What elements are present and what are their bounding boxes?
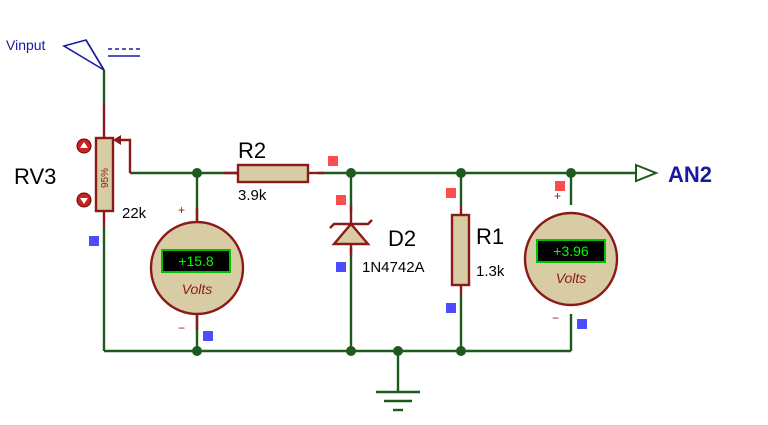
meter2-plus-sign: +: [554, 189, 561, 203]
resistor-r1[interactable]: R1 1.3k: [450, 205, 505, 296]
rv3-wiper: [116, 138, 132, 173]
meter2-lcd: [536, 239, 606, 263]
junction-dot: [456, 346, 466, 356]
probe-low-indicator: [446, 303, 456, 313]
input-terminal-symbol: [61, 39, 105, 71]
input-terminal-stem: [85, 39, 105, 71]
meter1-plus-sign: +: [178, 203, 185, 217]
r2-name-label: R2: [238, 138, 266, 163]
voltmeter-2[interactable]: +3.96 Volts + −: [523, 189, 619, 325]
junction-dot: [192, 168, 202, 178]
r1-body: [450, 213, 471, 287]
rv3-name-label: RV3: [14, 164, 56, 189]
resistor-r2[interactable]: R2 3.9k: [224, 138, 324, 204]
d2-triangle: [331, 222, 371, 246]
arrow-up-icon: [80, 142, 88, 148]
r2-value-label: 3.9k: [238, 187, 267, 204]
rv3-wiper-arrow-icon: [113, 135, 121, 145]
meter1-reading: +15.8: [178, 253, 214, 269]
probe-low-indicator: [336, 262, 346, 272]
rv3-position-label: 95%: [100, 168, 111, 188]
output-terminal-arrow-icon: [635, 163, 659, 183]
junction-dot: [566, 168, 576, 178]
d2-value-label: 1N4742A: [362, 259, 425, 276]
r2-body: [236, 163, 310, 184]
junction-dot: [346, 168, 356, 178]
d2-name-label: D2: [388, 226, 416, 251]
meter1-lcd: [161, 249, 231, 273]
r1-name-label: R1: [476, 224, 504, 249]
probe-low-indicator: [203, 331, 213, 341]
junction-dot: [393, 346, 403, 356]
input-label: Vinput: [6, 37, 46, 53]
input-terminal[interactable]: Vinput: [6, 37, 140, 71]
meter2-reading: +3.96: [553, 243, 589, 259]
probe-indicators: [89, 156, 587, 341]
meter1-minus-sign: −: [178, 321, 185, 335]
rv3-value-label: 22k: [122, 205, 147, 222]
junction-dot: [192, 346, 202, 356]
junction-dot: [456, 168, 466, 178]
probe-high-indicator: [555, 181, 565, 191]
ground-symbol: [376, 390, 420, 412]
meter2-unit: Volts: [556, 270, 587, 286]
probe-low-indicator: [577, 319, 587, 329]
probe-high-indicator: [446, 188, 456, 198]
meter2-minus-sign: −: [552, 311, 559, 325]
d2-cathode-bar: [329, 219, 373, 229]
junction-dot: [346, 346, 356, 356]
junctions: [192, 168, 576, 356]
output-label: AN2: [668, 162, 712, 187]
arrow-down-icon: [80, 198, 88, 204]
voltmeter-1[interactable]: +15.8 Volts + −: [149, 203, 245, 335]
output-terminal-an2[interactable]: AN2: [635, 162, 712, 187]
r1-value-label: 1.3k: [476, 263, 505, 280]
probe-high-indicator: [328, 156, 338, 166]
potentiometer-rv3[interactable]: 95% RV3 22k: [14, 104, 147, 228]
probe-low-indicator: [89, 236, 99, 246]
meter1-unit: Volts: [182, 281, 213, 297]
zener-diode-d2[interactable]: D2 1N4742A: [329, 205, 425, 276]
probe-high-indicator: [336, 195, 346, 205]
